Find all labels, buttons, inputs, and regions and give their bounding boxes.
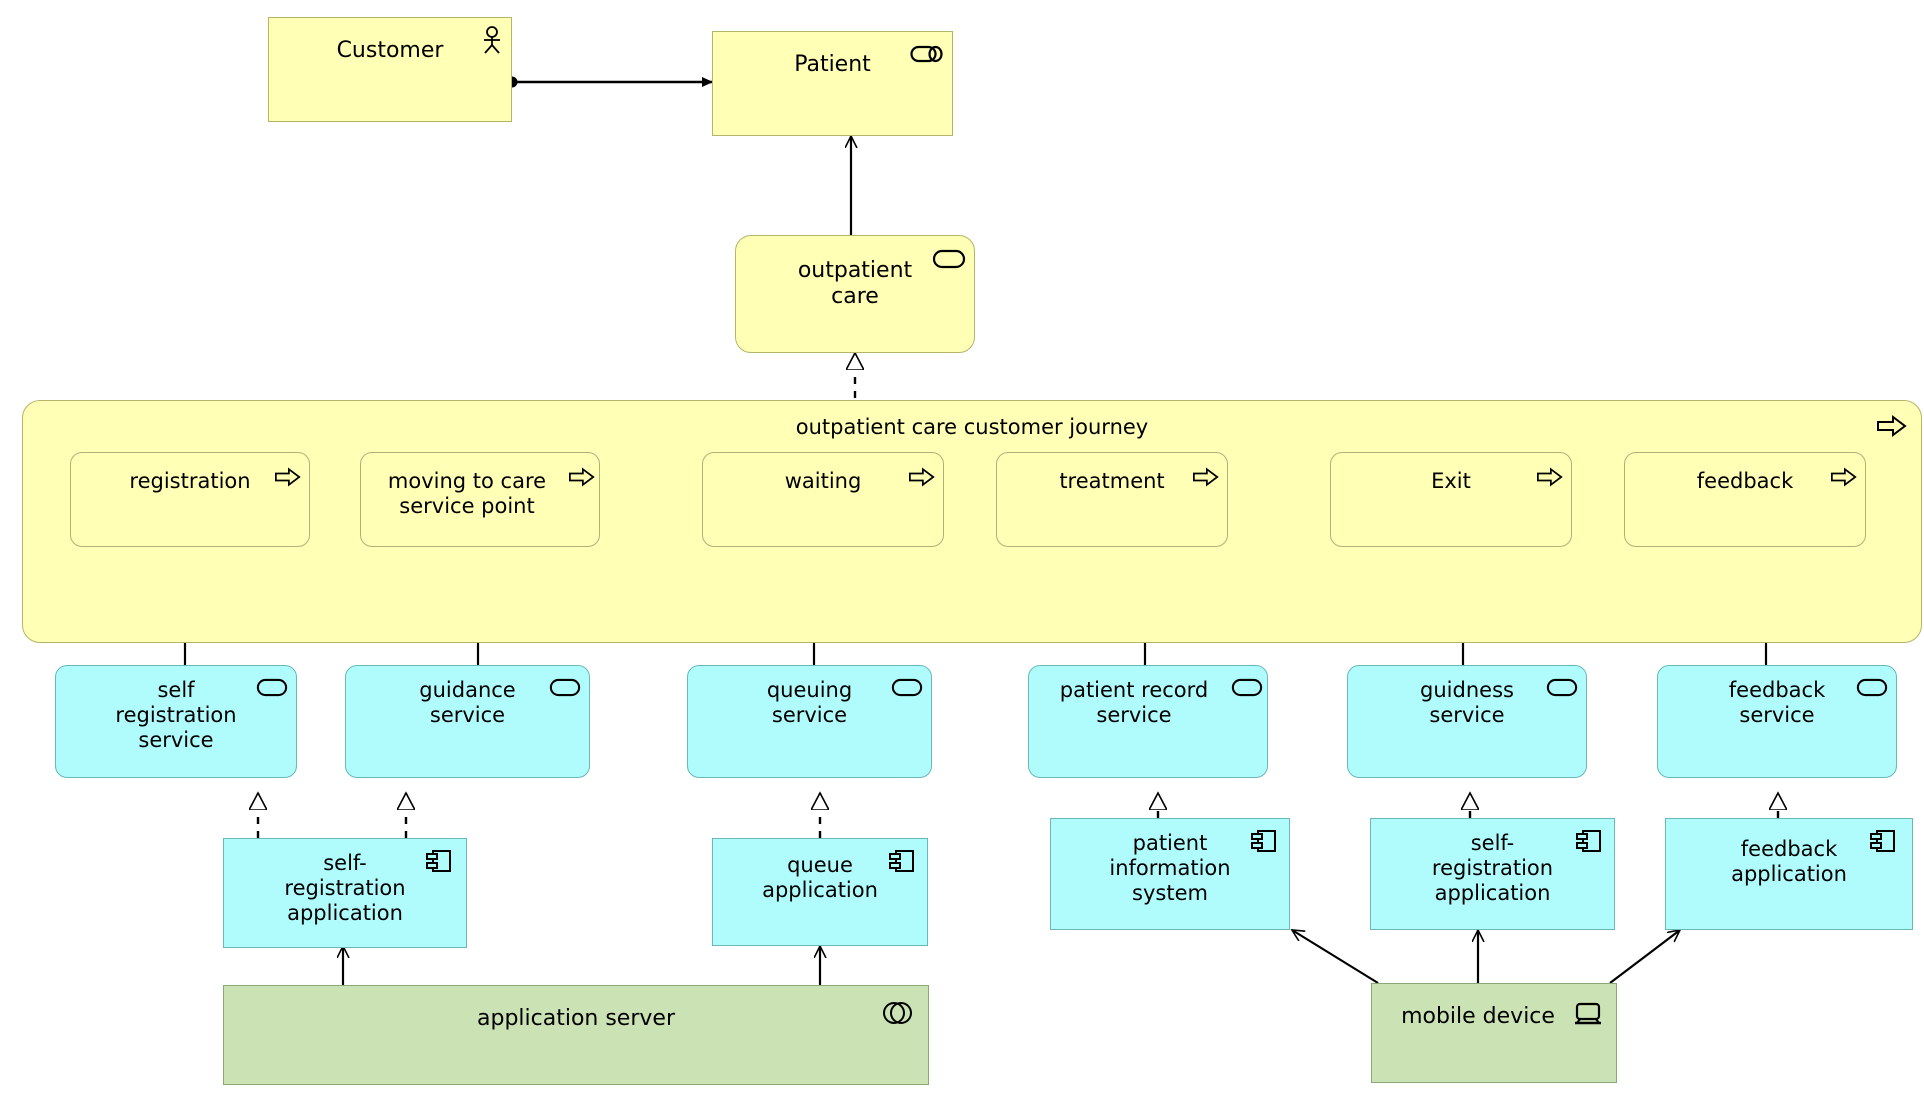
application-service-patient-record-label: patient record service bbox=[1059, 678, 1209, 727]
business-service-icon bbox=[932, 248, 966, 270]
business-process-icon bbox=[909, 467, 935, 487]
business-role-patient-label: Patient bbox=[794, 52, 871, 77]
application-service-patient-record[interactable]: patient record service bbox=[1028, 665, 1268, 778]
business-process-icon bbox=[1537, 467, 1563, 487]
business-process-icon bbox=[1831, 467, 1857, 487]
customer-journey-title: outpatient care customer journey bbox=[795, 415, 1149, 439]
business-process-feedback-label: feedback bbox=[1696, 469, 1794, 493]
application-component-patient-information-system-label: patient information system bbox=[1109, 831, 1231, 905]
business-process-exit[interactable]: Exit bbox=[1330, 452, 1572, 547]
business-process-registration[interactable]: registration bbox=[70, 452, 310, 547]
application-service-icon bbox=[1546, 677, 1578, 698]
application-service-self-registration-label: self registration service bbox=[115, 678, 237, 752]
application-service-queuing[interactable]: queuing service bbox=[687, 665, 932, 778]
system-software-icon bbox=[882, 1000, 912, 1026]
application-component-icon bbox=[889, 849, 915, 873]
business-service-outpatient-care[interactable]: outpatient care bbox=[735, 235, 975, 353]
technology-node-mobile-device[interactable]: mobile device bbox=[1371, 983, 1617, 1083]
application-service-feedback[interactable]: feedback service bbox=[1657, 665, 1897, 778]
business-process-exit-label: Exit bbox=[1431, 469, 1471, 493]
business-process-feedback[interactable]: feedback bbox=[1624, 452, 1866, 547]
application-component-self-registration-left-label: self- registration application bbox=[284, 851, 406, 925]
business-role-patient[interactable]: Patient bbox=[712, 31, 953, 136]
application-service-icon bbox=[891, 677, 923, 698]
business-actor-customer[interactable]: Customer bbox=[268, 17, 512, 122]
application-service-icon bbox=[256, 677, 288, 698]
application-component-icon bbox=[1576, 829, 1602, 853]
application-component-feedback-application-label: feedback application bbox=[1731, 837, 1847, 886]
business-process-registration-label: registration bbox=[129, 469, 251, 493]
business-process-icon bbox=[1193, 467, 1219, 487]
application-service-icon bbox=[1231, 677, 1263, 698]
business-process-waiting-label: waiting bbox=[784, 469, 862, 493]
business-process-customer-journey[interactable]: outpatient care customer journey bbox=[22, 400, 1922, 643]
edge-mobiledevice-serves-components bbox=[1292, 930, 1680, 984]
business-actor-icon bbox=[481, 26, 503, 54]
application-component-patient-information-system[interactable]: patient information system bbox=[1050, 818, 1290, 930]
application-component-self-registration-left[interactable]: self- registration application bbox=[223, 838, 467, 948]
business-actor-customer-label: Customer bbox=[336, 38, 444, 63]
business-service-outpatient-care-label: outpatient care bbox=[797, 258, 913, 309]
application-service-guidness-label: guidness service bbox=[1420, 678, 1514, 727]
technology-node-application-server[interactable]: application server bbox=[223, 985, 929, 1085]
application-service-feedback-label: feedback service bbox=[1728, 678, 1826, 727]
business-process-icon bbox=[569, 467, 595, 487]
application-component-self-registration-right[interactable]: self- registration application bbox=[1370, 818, 1615, 930]
application-component-icon bbox=[426, 849, 452, 873]
edge-appserver-serves-components bbox=[343, 946, 820, 985]
application-service-guidance-label: guidance service bbox=[419, 678, 516, 727]
application-service-guidness[interactable]: guidness service bbox=[1347, 665, 1587, 778]
application-service-guidance[interactable]: guidance service bbox=[345, 665, 590, 778]
application-component-icon bbox=[1870, 829, 1896, 853]
application-component-queue-application[interactable]: queue application bbox=[712, 838, 928, 946]
application-component-queue-application-label: queue application bbox=[762, 853, 878, 902]
technology-node-mobile-device-label: mobile device bbox=[1401, 1004, 1555, 1029]
device-icon bbox=[1574, 1002, 1602, 1028]
application-component-self-registration-right-label: self- registration application bbox=[1431, 831, 1554, 905]
business-process-icon bbox=[1877, 415, 1907, 437]
business-process-waiting[interactable]: waiting bbox=[702, 452, 944, 547]
application-service-icon bbox=[1856, 677, 1888, 698]
application-component-icon bbox=[1251, 829, 1277, 853]
technology-node-application-server-label: application server bbox=[477, 1006, 675, 1031]
business-process-icon bbox=[275, 467, 301, 487]
business-process-treatment-label: treatment bbox=[1059, 469, 1165, 493]
business-process-moving-to-care-service-point[interactable]: moving to care service point bbox=[360, 452, 600, 547]
application-component-feedback-application[interactable]: feedback application bbox=[1665, 818, 1913, 930]
application-service-self-registration[interactable]: self registration service bbox=[55, 665, 297, 778]
business-role-icon bbox=[910, 44, 944, 64]
application-service-queuing-label: queuing service bbox=[766, 678, 853, 727]
business-process-moving-label: moving to care service point bbox=[387, 469, 547, 518]
application-service-icon bbox=[549, 677, 581, 698]
business-process-treatment[interactable]: treatment bbox=[996, 452, 1228, 547]
